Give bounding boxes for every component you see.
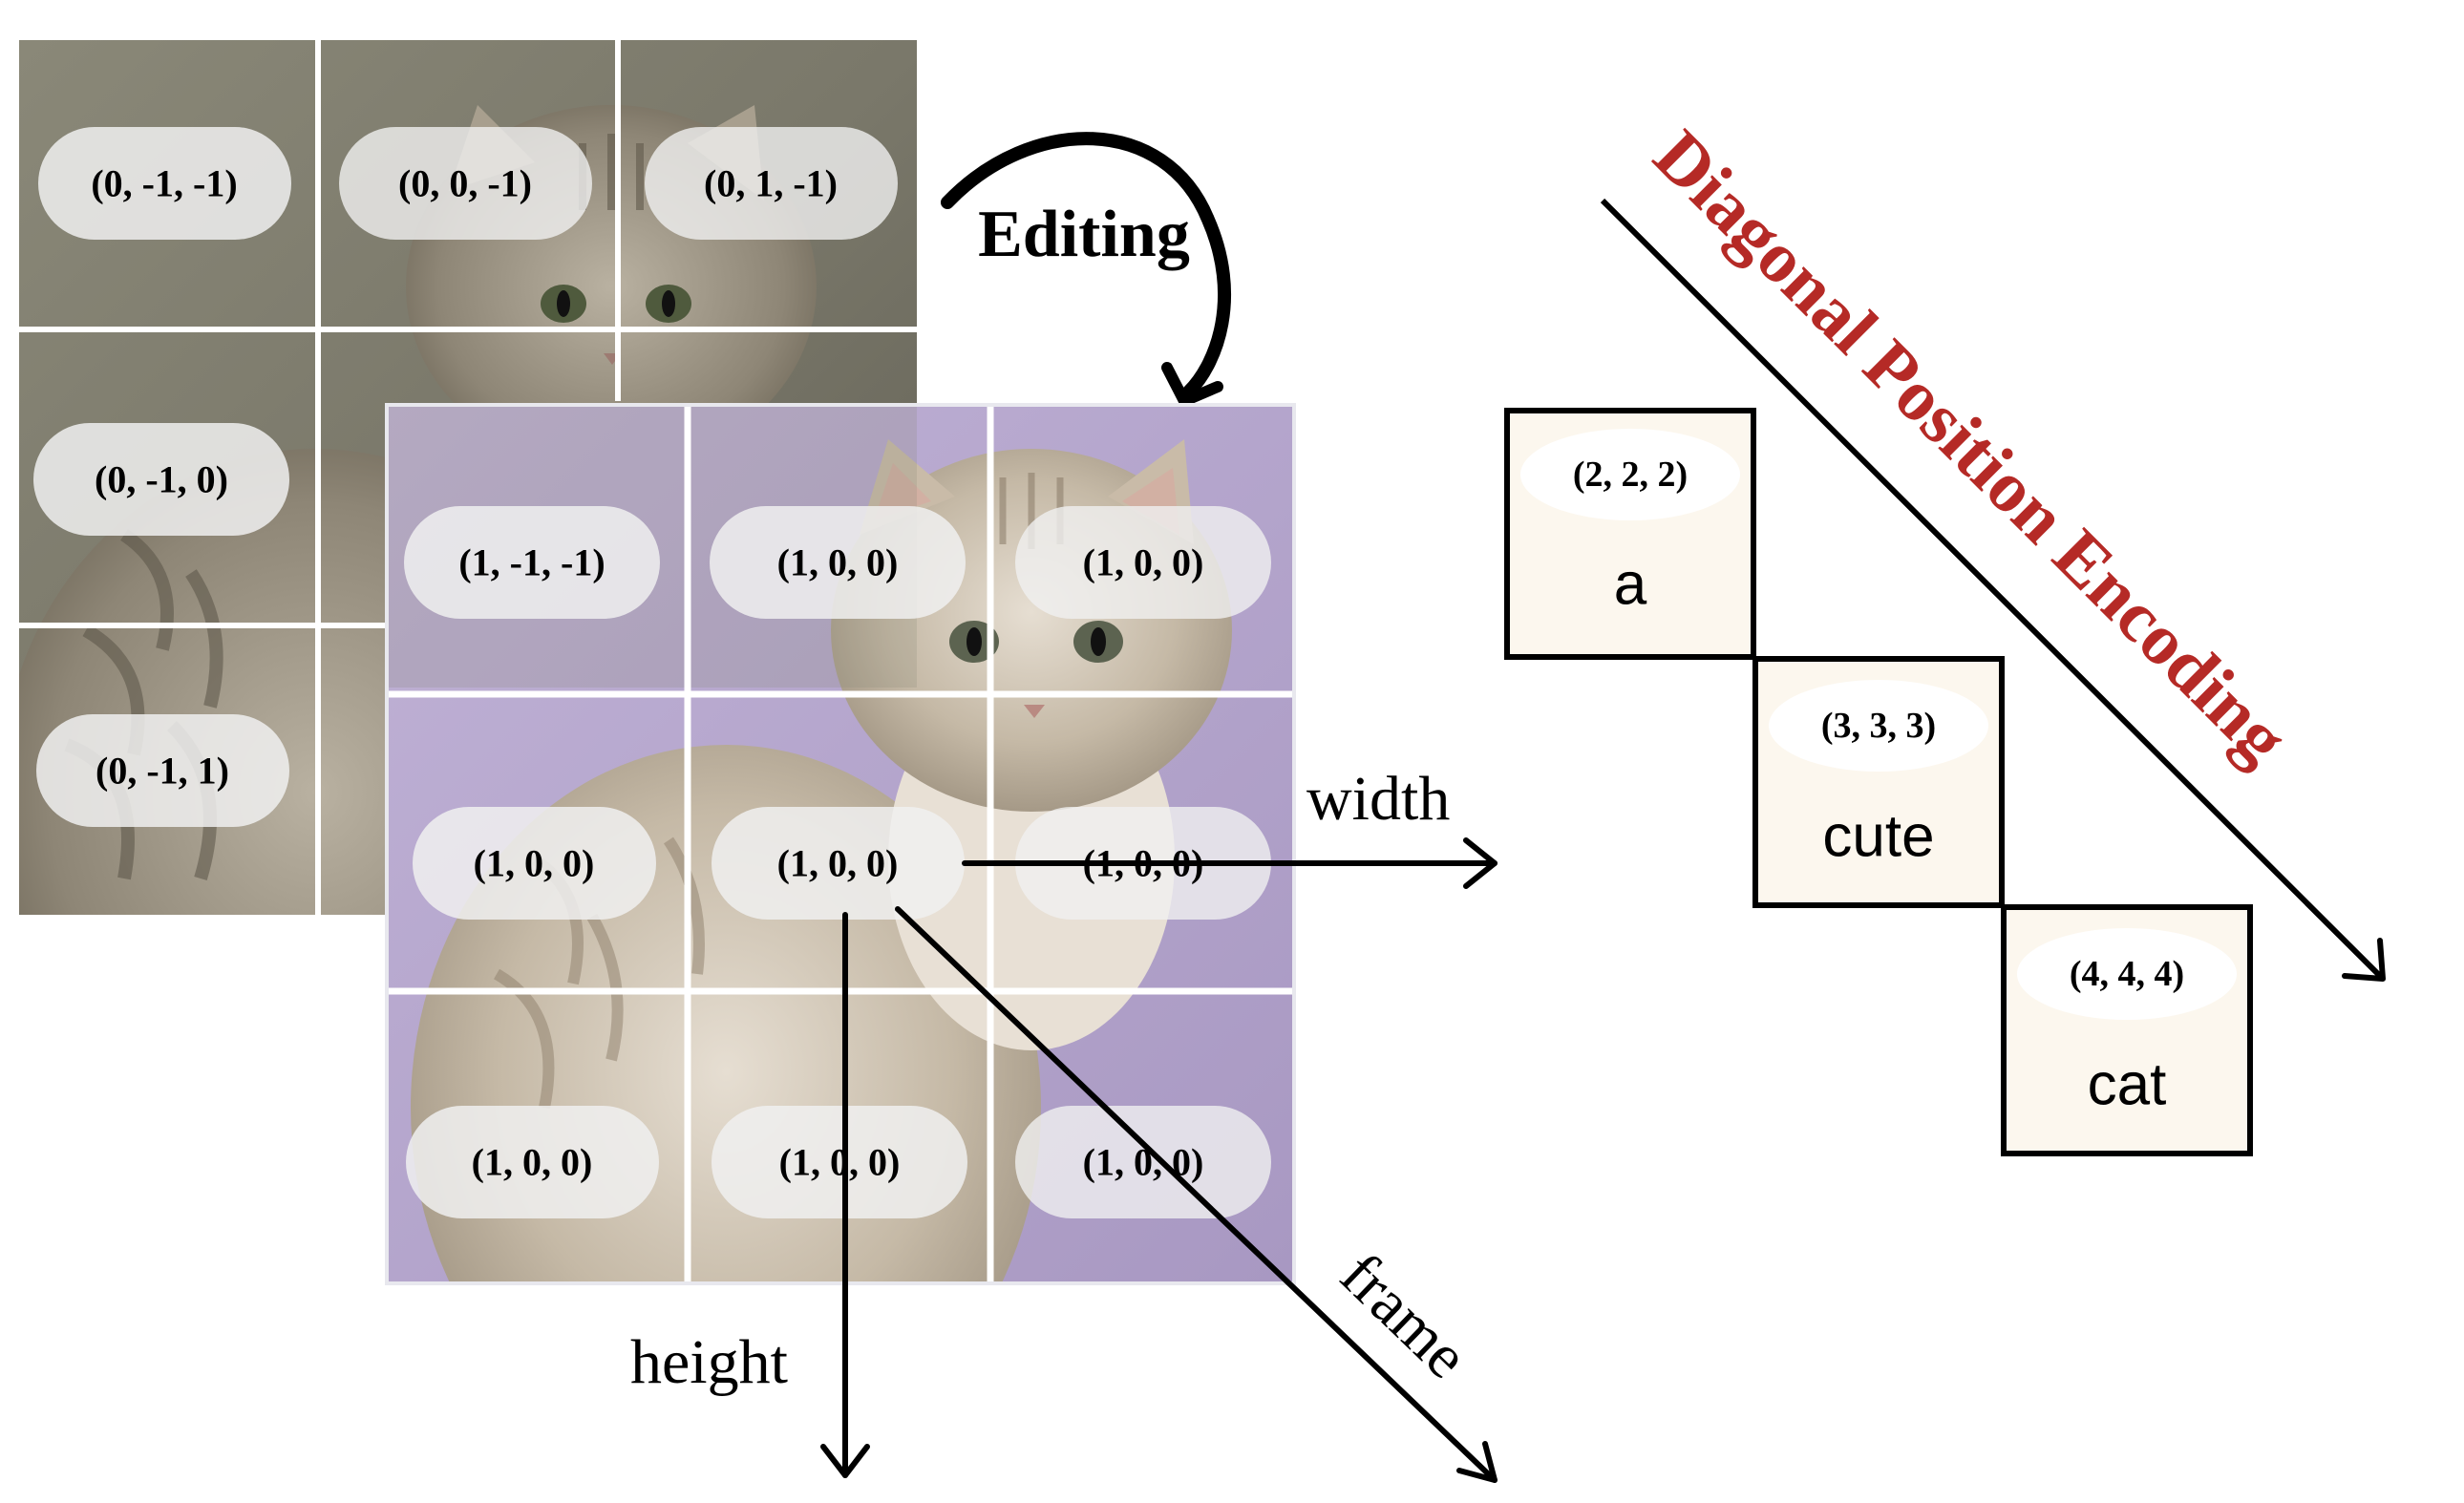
height-axis-label: height bbox=[630, 1327, 788, 1397]
token-word: a bbox=[1614, 552, 1647, 618]
back-label-4: (0, -1, 1) bbox=[36, 714, 289, 827]
back-label-text: (0, 1, -1) bbox=[704, 162, 838, 205]
back-label-3: (0, -1, 0) bbox=[33, 423, 289, 536]
front-label-text: (1, 0, 0) bbox=[779, 1141, 901, 1184]
front-label-0: (1, -1, -1) bbox=[404, 506, 660, 619]
token-position: (3, 3, 3) bbox=[1821, 706, 1936, 746]
token-box-cat: (4, 4, 4) cat bbox=[2001, 904, 2253, 1156]
front-label-text: (1, 0, 0) bbox=[474, 842, 595, 885]
width-axis-label: width bbox=[1306, 764, 1450, 834]
diagonal-arrowhead bbox=[2342, 938, 2386, 982]
front-label-4: (1, 0, 0) bbox=[712, 807, 965, 920]
axes bbox=[820, 837, 1498, 1483]
back-label-0: (0, -1, -1) bbox=[38, 127, 291, 240]
token-position: (2, 2, 2) bbox=[1573, 455, 1688, 495]
height-arrowhead bbox=[820, 1444, 870, 1478]
frame-axis bbox=[895, 906, 1498, 1483]
editing-arrow: Editing bbox=[941, 132, 1232, 407]
front-label-7: (1, 0, 0) bbox=[712, 1106, 967, 1218]
front-label-2: (1, 0, 0) bbox=[1015, 506, 1271, 619]
back-label-text: (0, -1, 0) bbox=[95, 458, 228, 501]
front-frame: (1, -1, -1) (1, 0, 0) (1, 0, 0) (1, 0, 0… bbox=[385, 403, 1296, 1285]
diagonal-arrow bbox=[1600, 198, 2386, 982]
frame-arrowhead bbox=[1456, 1441, 1498, 1483]
front-label-1: (1, 0, 0) bbox=[710, 506, 966, 619]
front-label-text: (1, 0, 0) bbox=[777, 842, 899, 885]
front-label-6: (1, 0, 0) bbox=[406, 1106, 659, 1218]
back-grid-lines bbox=[19, 40, 917, 915]
front-label-3: (1, 0, 0) bbox=[413, 807, 656, 920]
diagonal-encoding: Diagonal Position Encoding (2, 2, 2) a (… bbox=[1504, 116, 2386, 1156]
front-label-8: (1, 0, 0) bbox=[1015, 1106, 1271, 1218]
back-label-1: (0, 0, -1) bbox=[339, 127, 592, 240]
width-arrowhead bbox=[1463, 837, 1498, 889]
curved-arrow-icon bbox=[941, 132, 1232, 398]
front-grid-lines bbox=[387, 405, 1294, 1283]
back-label-text: (0, -1, -1) bbox=[91, 162, 237, 205]
front-label-text: (1, 0, 0) bbox=[777, 541, 899, 584]
token-box-a: (2, 2, 2) a bbox=[1504, 408, 1756, 660]
front-label-text: (1, 0, 0) bbox=[1083, 541, 1204, 584]
frame-axis-label: frame bbox=[1328, 1239, 1481, 1391]
token-word: cute bbox=[1822, 804, 1934, 870]
token-box-cute: (3, 3, 3) cute bbox=[1752, 656, 2005, 908]
back-label-text: (0, 0, -1) bbox=[398, 162, 532, 205]
back-label-text: (0, -1, 1) bbox=[96, 750, 229, 793]
token-word: cat bbox=[2088, 1052, 2167, 1118]
back-label-2: (0, 1, -1) bbox=[645, 127, 898, 240]
front-label-text: (1, -1, -1) bbox=[458, 541, 605, 584]
token-position: (4, 4, 4) bbox=[2070, 954, 2184, 994]
editing-label: Editing bbox=[978, 198, 1190, 271]
front-label-text: (1, 0, 0) bbox=[472, 1141, 593, 1184]
